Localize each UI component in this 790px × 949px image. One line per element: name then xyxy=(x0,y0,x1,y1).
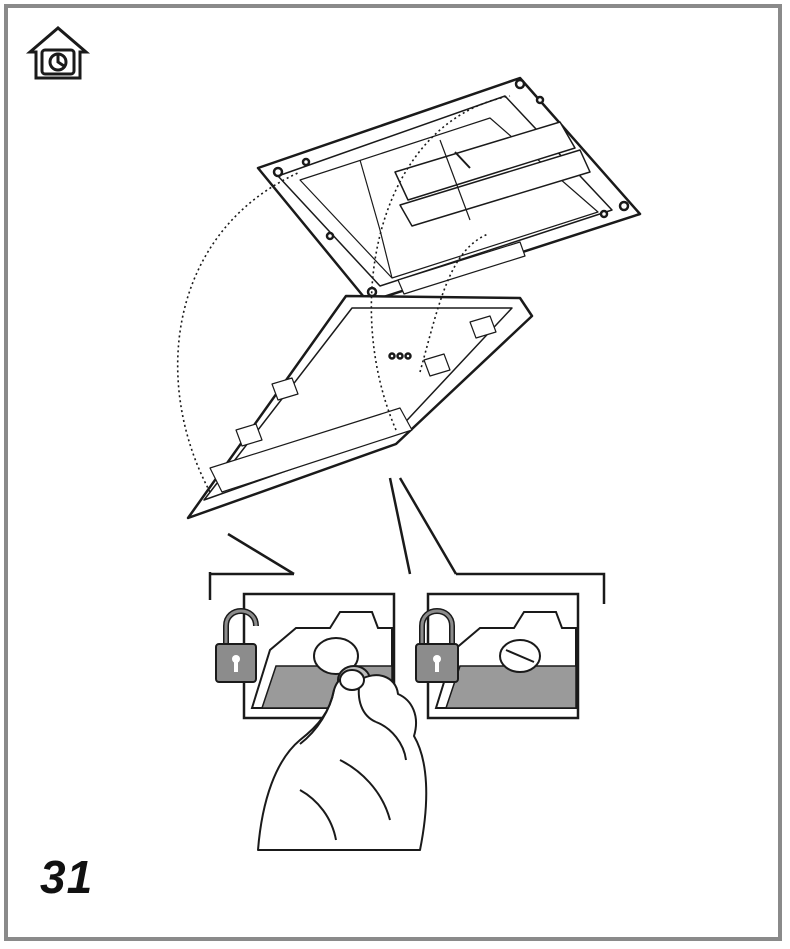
hand-illustration xyxy=(257,669,428,851)
filter-panel xyxy=(186,294,534,520)
padlock-open-icon xyxy=(215,608,259,683)
motion-guide-lines xyxy=(176,95,511,493)
hood-unit xyxy=(256,76,642,304)
house-installation-icon xyxy=(25,26,91,80)
callout-pointers xyxy=(208,477,606,604)
lock-detail xyxy=(426,592,580,720)
padlock-closed-icon xyxy=(415,608,459,683)
step-number: 31 xyxy=(40,851,94,903)
